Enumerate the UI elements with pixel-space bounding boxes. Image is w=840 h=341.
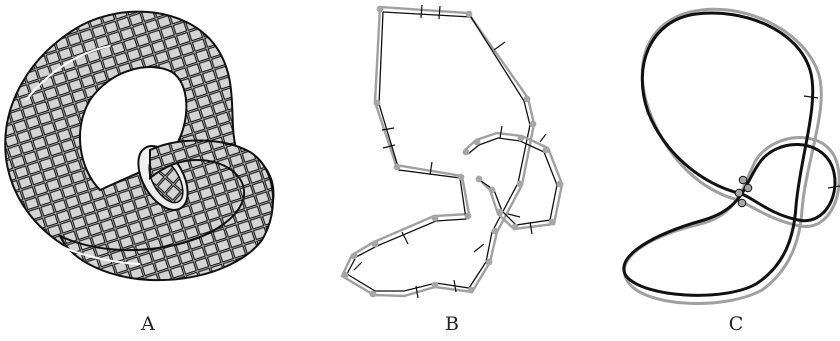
panel-label-b: B — [432, 313, 472, 335]
edge-ticks — [354, 5, 546, 298]
panel-label-c: C — [716, 313, 756, 335]
curve-dark — [624, 13, 835, 295]
panel-c-smooth-curve-pair — [624, 9, 840, 303]
polygon-light — [342, 7, 534, 296]
panel-label-a: A — [128, 313, 168, 335]
panel-a-tube-surface — [5, 0, 273, 280]
polygon-vertices — [342, 6, 564, 298]
curve-light — [624, 9, 839, 303]
polygon-dark — [347, 12, 530, 291]
panel-b-polygon-pair — [342, 5, 564, 298]
